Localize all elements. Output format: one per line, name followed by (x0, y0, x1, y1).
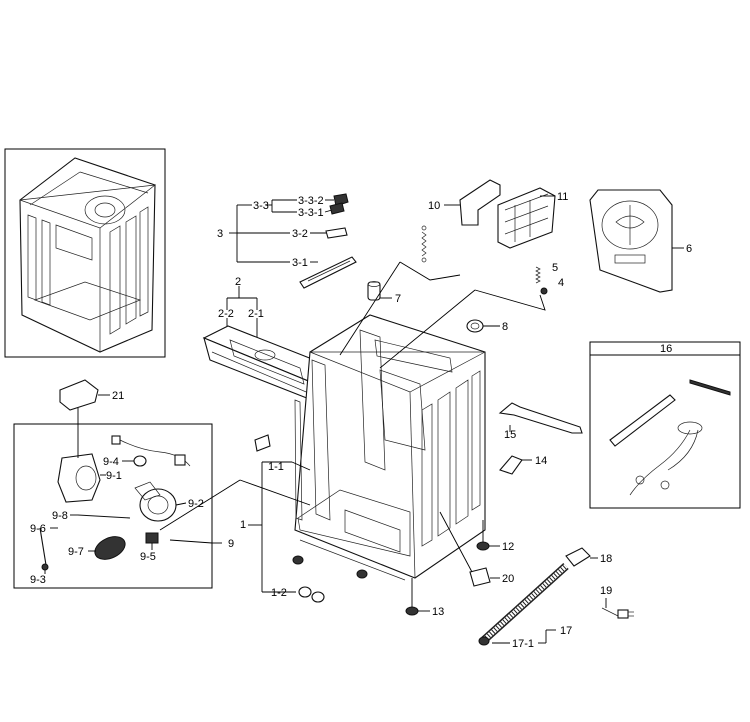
label-15: 15 (504, 429, 516, 441)
wire-harness-16 (589, 341, 741, 509)
part-labels: 1 1-1 1-2 2 2-1 2-2 3 3-1 3-2 3-3 3-3-1 … (30, 191, 692, 650)
label-1-2: 1-2 (271, 587, 287, 599)
label-9-7: 9-7 (68, 546, 84, 558)
label-1-1: 1-1 (268, 461, 284, 473)
label-3-3-2: 3-3-2 (298, 195, 324, 207)
label-3: 3 (217, 228, 223, 240)
label-3-3-1: 3-3-1 (298, 207, 324, 219)
label-13: 13 (432, 606, 444, 618)
label-4: 4 (558, 277, 564, 289)
label-9-3: 9-3 (30, 574, 46, 586)
small-parts (248, 179, 684, 616)
label-2: 2 (235, 276, 241, 288)
label-11: 11 (557, 191, 568, 203)
label-9-4: 9-4 (103, 456, 119, 468)
label-9-6: 9-6 (30, 523, 46, 535)
label-2-1: 2-1 (248, 308, 264, 320)
label-9-2: 9-2 (188, 498, 204, 510)
label-9-5: 9-5 (140, 551, 156, 563)
label-3-1: 3-1 (292, 257, 308, 269)
label-3-2: 3-2 (292, 228, 308, 240)
label-18: 18 (600, 553, 612, 565)
label-17-1: 17-1 (512, 638, 534, 650)
label-8: 8 (502, 321, 508, 333)
label-9-8: 9-8 (52, 510, 68, 522)
label-9: 9 (228, 538, 234, 550)
label-9-1: 9-1 (106, 470, 122, 482)
label-10: 10 (428, 200, 440, 212)
label-17: 17 (560, 625, 572, 637)
assembled-cabinet-inset (4, 148, 166, 358)
label-7: 7 (395, 293, 401, 305)
label-14: 14 (535, 455, 547, 467)
label-16: 16 (660, 343, 672, 355)
label-3-3: 3-3 (253, 200, 269, 212)
label-20: 20 (502, 573, 514, 585)
label-2-2: 2-2 (218, 308, 234, 320)
label-21: 21 (112, 390, 124, 402)
label-19: 19 (600, 585, 612, 597)
main-cabinet-1 (294, 314, 486, 581)
label-6: 6 (686, 243, 692, 255)
label-5: 5 (552, 262, 558, 274)
pump-assembly-9 (13, 379, 311, 589)
label-1: 1 (240, 519, 246, 531)
hose-and-cord (478, 547, 634, 646)
bracket-assembly-3 (229, 193, 357, 289)
label-12: 12 (502, 541, 514, 553)
